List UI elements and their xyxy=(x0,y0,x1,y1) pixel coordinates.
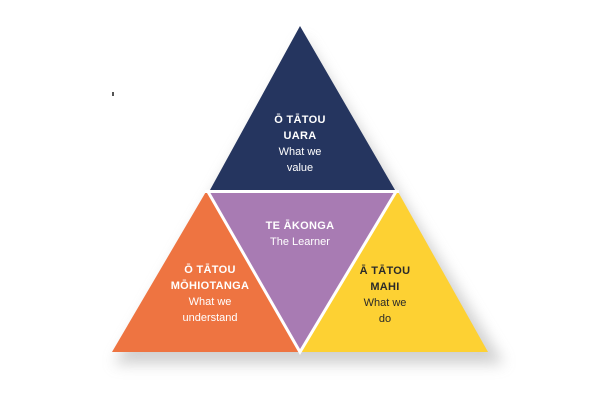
actions-title-line2: MAHI xyxy=(370,281,400,293)
segment-learner xyxy=(210,193,395,350)
actions-title-line1: Ā TĀTOU xyxy=(359,265,411,277)
actions-sub-line2: do xyxy=(378,313,392,325)
segment-understanding xyxy=(112,190,300,352)
values-sub-line1: What we xyxy=(278,146,322,158)
understanding-title-line1: Ō TĀTOU xyxy=(184,264,236,276)
actions-sub-line1: What we xyxy=(363,297,407,309)
label-learner: TE ĀKONGA The Learner xyxy=(240,218,360,250)
segment-values xyxy=(210,26,395,190)
label-values: Ō TĀTOU UARA What we value xyxy=(250,112,350,176)
values-sub-line2: value xyxy=(286,162,314,174)
understanding-title-line2: MŌHIOTANGA xyxy=(170,280,250,292)
label-actions: Ā TĀTOU MAHI What we do xyxy=(335,263,435,327)
segment-actions xyxy=(300,190,488,352)
learner-title: TE ĀKONGA xyxy=(265,220,335,232)
learner-sub: The Learner xyxy=(270,236,330,248)
label-understanding: Ō TĀTOU MŌHIOTANGA What we understand xyxy=(150,262,270,326)
values-title-line2: UARA xyxy=(283,130,317,142)
segment-divider xyxy=(205,189,399,355)
understanding-sub-line1: What we xyxy=(188,296,232,308)
values-title-line1: Ō TĀTOU xyxy=(274,114,326,126)
stray-mark xyxy=(112,92,114,96)
understanding-sub-line2: understand xyxy=(182,312,238,324)
